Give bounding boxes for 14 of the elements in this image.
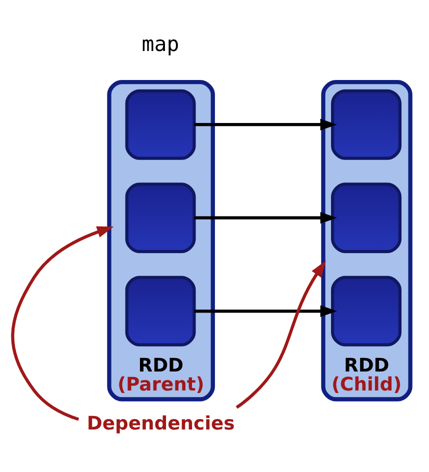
node-text: Dependencies [86, 414, 235, 435]
node-box [125, 182, 196, 254]
arrow [194, 212, 337, 224]
node-box [125, 276, 196, 346]
node-box [125, 89, 196, 160]
cluster: RDD (Parent) [107, 80, 215, 402]
node-box [331, 276, 402, 346]
arrow [236, 260, 326, 409]
arrow [11, 226, 114, 421]
node-box [331, 182, 402, 254]
node-box [331, 89, 402, 160]
label: map [142, 32, 180, 56]
arrow [194, 118, 337, 130]
arrow [194, 305, 337, 317]
